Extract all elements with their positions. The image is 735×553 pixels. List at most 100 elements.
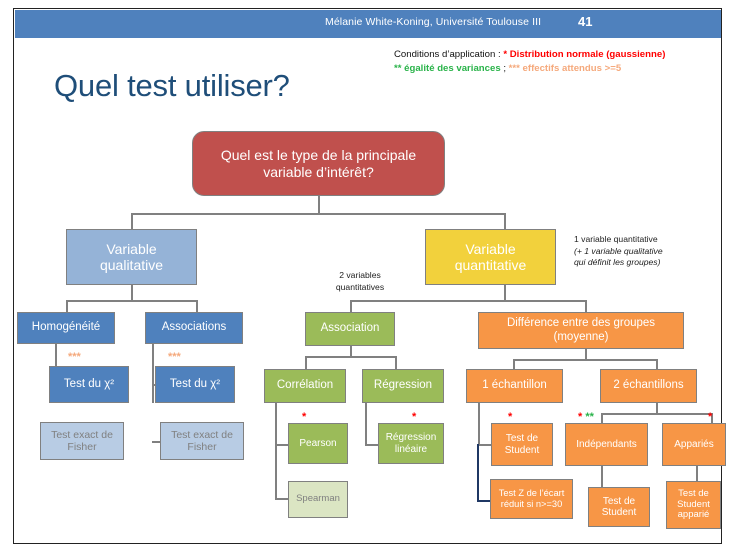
node-root-label: Quel est le type de la principale variab… bbox=[195, 147, 442, 179]
node-regression-lineaire-line1: Régression bbox=[385, 432, 437, 443]
connector-apparies-down bbox=[696, 466, 698, 482]
node-regression-lineaire[interactable]: Régression linéaire bbox=[378, 423, 444, 464]
node-variable-quantitative-line1: Variable bbox=[465, 240, 516, 257]
node-fisher-associations-line2: Fisher bbox=[187, 441, 217, 453]
connector-qualitative-down bbox=[131, 285, 133, 301]
note-two-variables-line1: 2 variables bbox=[339, 270, 381, 280]
node-variable-qualitative-line2: qualitative bbox=[99, 257, 164, 273]
node-test-z-line1: Test Z de l’écart bbox=[498, 488, 565, 499]
node-spearman-label: Spearman bbox=[296, 493, 340, 505]
note-two-variables: 2 variables quantitatives bbox=[318, 270, 402, 293]
connector-quantitative-down bbox=[504, 285, 506, 301]
node-regression-lineaire-label: Régression linéaire bbox=[381, 432, 441, 455]
connector-to-homogeneite bbox=[66, 300, 68, 312]
connector-correlation-to-pearson bbox=[275, 444, 289, 446]
node-associations-label: Associations bbox=[161, 321, 227, 334]
header-author-text: Mélanie White-Koning, Université Toulous… bbox=[325, 16, 542, 28]
node-association[interactable]: Association bbox=[305, 312, 395, 346]
connector-correlation-down bbox=[275, 403, 277, 499]
node-fisher-homogeneite-line2: Fisher bbox=[67, 441, 97, 453]
note-two-variables-line2: quantitatives bbox=[335, 281, 385, 292]
connector-quantitative-horizontal bbox=[350, 300, 585, 302]
node-fisher-homogeneite[interactable]: Test exact de Fisher bbox=[40, 422, 124, 460]
node-chi2-homogeneite-label: Test du χ² bbox=[63, 377, 115, 390]
node-test-student-un-echantillon[interactable]: Test de Student bbox=[491, 423, 553, 466]
node-test-student-2-line2: Student bbox=[601, 507, 637, 518]
marker-test-student-asterisk: * bbox=[508, 411, 513, 423]
note-one-variable-line2: (+ 1 variable qualitative bbox=[574, 245, 663, 256]
marker-pearson-asterisk: * bbox=[302, 411, 307, 423]
node-fisher-homogeneite-label: Test exact de Fisher bbox=[43, 429, 121, 453]
connector-to-correlation bbox=[305, 356, 307, 369]
node-deux-echantillons[interactable]: 2 échantillons bbox=[600, 369, 697, 403]
marker-independants-green: ** bbox=[585, 411, 594, 423]
node-regression-label: Régression bbox=[373, 379, 433, 392]
node-un-echantillon[interactable]: 1 échantillon bbox=[466, 369, 563, 403]
marker-independants-asterisks: * ** bbox=[578, 412, 594, 423]
node-test-student-apparie-label: Test de Student apparié bbox=[669, 487, 718, 522]
node-root-line2: variable d’intérêt? bbox=[263, 163, 374, 180]
node-test-student-un-echantillon-label: Test de Student bbox=[494, 433, 550, 456]
node-regression-lineaire-line2: linéaire bbox=[394, 443, 428, 455]
node-spearman[interactable]: Spearman bbox=[288, 481, 348, 518]
node-fisher-associations[interactable]: Test exact de Fisher bbox=[160, 422, 244, 460]
marker-homogeneite-asterisks: *** bbox=[68, 351, 81, 363]
node-correlation[interactable]: Corrélation bbox=[264, 369, 346, 403]
connector-navy-vertical bbox=[477, 444, 479, 502]
node-difference-groupes[interactable]: Différence entre des groupes (moyenne) bbox=[478, 312, 684, 349]
node-homogeneite[interactable]: Homogénéité bbox=[17, 312, 115, 344]
connector-to-associations bbox=[196, 300, 198, 312]
node-independants-label: Indépendants bbox=[576, 438, 637, 450]
node-variable-qualitative[interactable]: Variable qualitative bbox=[66, 229, 197, 285]
node-variable-quantitative[interactable]: Variable quantitative bbox=[425, 229, 556, 285]
connector-level1-horizontal bbox=[131, 213, 505, 215]
node-apparies[interactable]: Appariés bbox=[662, 423, 726, 466]
node-independants[interactable]: Indépendants bbox=[565, 423, 648, 466]
header-band bbox=[14, 9, 721, 38]
node-test-z-label: Test Z de l’écart réduit si n>=30 bbox=[493, 488, 570, 509]
node-deux-echantillons-label: 2 échantillons bbox=[613, 379, 684, 392]
node-variable-qualitative-label: Variable qualitative bbox=[69, 241, 194, 273]
connector-to-independants bbox=[601, 413, 603, 426]
connector-to-association bbox=[350, 300, 352, 312]
node-pearson-label: Pearson bbox=[299, 437, 337, 449]
connector-correlation-to-spearman bbox=[275, 498, 289, 500]
node-root-line1: Quel est le type de la principale bbox=[220, 147, 417, 164]
node-associations[interactable]: Associations bbox=[145, 312, 243, 344]
connector-to-un-echantillon bbox=[513, 359, 515, 369]
node-fisher-associations-label: Test exact de Fisher bbox=[163, 429, 241, 453]
connector-navy-to-testz bbox=[477, 500, 491, 502]
marker-independants-red: * bbox=[578, 411, 583, 423]
node-un-echantillon-label: 1 échantillon bbox=[482, 379, 547, 392]
connector-to-apparies bbox=[711, 413, 713, 426]
node-test-student-independants-label: Test de Student bbox=[591, 496, 647, 519]
note-one-variable: 1 variable quantitative (+ 1 variable qu… bbox=[574, 234, 714, 269]
node-association-label: Association bbox=[320, 322, 380, 335]
node-pearson[interactable]: Pearson bbox=[288, 423, 348, 464]
node-chi2-associations[interactable]: Test du χ² bbox=[155, 366, 235, 403]
condition-equal-variance: égalité des variances bbox=[401, 62, 501, 74]
conditions-separator: ; bbox=[500, 62, 509, 74]
node-variable-quantitative-label: Variable quantitative bbox=[428, 241, 553, 273]
node-difference-groupes-label: Différence entre des groupes (moyenne) bbox=[481, 317, 681, 343]
node-test-student-apparie-line1: Test de bbox=[678, 487, 709, 499]
node-difference-groupes-line2: (moyenne) bbox=[553, 330, 609, 343]
node-apparies-label: Appariés bbox=[674, 438, 714, 450]
connector-qualitative-horizontal bbox=[66, 300, 197, 302]
node-test-student-independants[interactable]: Test de Student bbox=[588, 487, 650, 527]
node-regression[interactable]: Régression bbox=[362, 369, 444, 403]
connector-to-difference bbox=[585, 300, 587, 312]
node-chi2-homogeneite[interactable]: Test du χ² bbox=[49, 366, 129, 403]
node-test-student-apparie[interactable]: Test de Student apparié bbox=[666, 481, 721, 529]
marker-double-green: ** bbox=[394, 62, 402, 74]
connector-un-echantillon-to-student bbox=[478, 444, 492, 446]
node-root[interactable]: Quel est le type de la principale variab… bbox=[192, 131, 445, 196]
node-homogeneite-label: Homogénéité bbox=[31, 321, 101, 334]
connector-to-qualitative bbox=[131, 213, 133, 229]
node-test-z[interactable]: Test Z de l’écart réduit si n>=30 bbox=[490, 479, 573, 519]
connector-root-down bbox=[318, 196, 320, 214]
node-fisher-associations-line1: Test exact de bbox=[171, 428, 233, 441]
connector-regression-to-lineaire bbox=[365, 444, 379, 446]
connector-independants-down bbox=[601, 466, 603, 488]
